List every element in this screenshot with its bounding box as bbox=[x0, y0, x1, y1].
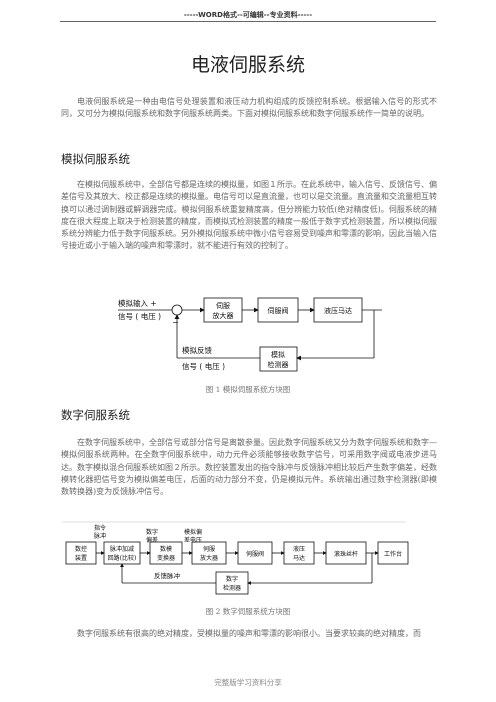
fig1-sensor-label-1: 模拟 bbox=[271, 350, 285, 359]
section-heading-analog: 模拟伺服系统 bbox=[61, 152, 130, 166]
fig2-cnc-label-2: 装置 bbox=[75, 554, 87, 562]
fig2-dig-label-2: 偏差 bbox=[146, 536, 158, 544]
fig1-valve-label: 伺服阀 bbox=[268, 306, 289, 315]
figure-digital-block-diagram: 指令 脉冲 数字 偏差 模拟偏 差电压 数控 装置 脉冲加减 回路(比较) 数模… bbox=[62, 521, 409, 595]
fig2-cnc-label-1: 数控 bbox=[75, 545, 87, 553]
fig2-dac-label-2: 变换器 bbox=[157, 554, 175, 562]
fig2-ana-label-1: 模拟偏 bbox=[184, 528, 202, 536]
figure-analog-block-diagram: 模拟输入 + 信号 ( 电压 ) − 伺服 放大器 伺服阀 液压马达 模拟 检测… bbox=[118, 297, 382, 372]
fig1-minus-sign: − bbox=[172, 318, 179, 327]
fig2-amp-label-1: 伺服 bbox=[203, 545, 215, 553]
fig2-ana-label-2: 差电压 bbox=[184, 536, 202, 544]
fig2-motor-label-2: 马达 bbox=[293, 554, 305, 562]
fig2-sensor-label-2: 检测器 bbox=[223, 584, 241, 592]
fig2-dig-label-1: 数字 bbox=[146, 528, 158, 536]
fig2-ballscrew-label: 滚珠丝杆 bbox=[334, 550, 358, 558]
fig2-compare-label-1: 脉冲加减 bbox=[110, 545, 134, 553]
section-heading-digital: 数字伺服系统 bbox=[61, 408, 130, 422]
fig1-sensor-label-2: 检测器 bbox=[268, 360, 289, 369]
page-title: 电液伺服系统 bbox=[190, 54, 305, 76]
fig1-input-label-1: 模拟输入 + bbox=[118, 298, 157, 308]
fig2-cmd-label-2: 脉冲 bbox=[94, 532, 106, 540]
intro-paragraph: 电液伺服系统是一种由电信号处理装置和液压动力机构组成的反馈控制系统。根据输入信号… bbox=[61, 97, 437, 119]
header-rule bbox=[60, 21, 436, 22]
fig2-sensor-label-1: 数字 bbox=[226, 575, 238, 583]
fig1-input-label-2: 信号 ( 电压 ) bbox=[118, 311, 161, 321]
fig2-valve-label: 伺服阀 bbox=[246, 550, 264, 558]
fig2-dac-label-1: 数模 bbox=[160, 545, 172, 553]
fig1-feedback-label-2: 信号 ( 电压 ) bbox=[182, 361, 225, 371]
fig2-amp-label-2: 放大器 bbox=[200, 554, 218, 562]
fig1-amp-label-1: 伺服 bbox=[216, 301, 230, 310]
analog-paragraph: 在模拟伺服系统中，全部信号都是连续的模拟量，如图１所示。在此系统中，输入信号、反… bbox=[61, 180, 437, 251]
fig1-feedback-label-1: 模拟反馈 bbox=[182, 345, 212, 355]
fig1-block-sensor bbox=[259, 346, 298, 372]
fig2-table-label: 工作台 bbox=[384, 550, 402, 558]
page-header: -----WORD格式--可编辑--专业资料----- bbox=[183, 11, 313, 19]
page-footer: 完整版学习资料分享 bbox=[214, 678, 282, 687]
figure1-caption: 图 1 模拟伺服系统方块图 bbox=[205, 385, 291, 394]
fig2-compare-label-2: 回路(比较) bbox=[108, 554, 137, 562]
fig2-block-table bbox=[377, 541, 409, 565]
fig2-cmd-label-1: 指令 bbox=[94, 524, 106, 532]
fig2-feedback-label: 反馈脉冲 bbox=[154, 571, 181, 580]
figure2-caption: 图 2 数字伺服系统方块图 bbox=[205, 607, 291, 616]
digital-paragraph: 在数字伺服系统中，全部信号或部分信号是离散参量。因此数字伺服系统又分为数字伺服系… bbox=[61, 438, 437, 497]
fig1-amp-label-2: 放大器 bbox=[213, 311, 234, 320]
digital-trailing-paragraph: 数字伺服系统有很高的绝对精度，受模拟量的噪声和零漂的影响很小。当要求较高的绝对精… bbox=[77, 629, 421, 638]
fig2-motor-label-1: 液压 bbox=[293, 545, 305, 553]
fig1-motor-label: 液压马达 bbox=[324, 306, 352, 315]
fig1-summing-junction bbox=[171, 304, 183, 316]
